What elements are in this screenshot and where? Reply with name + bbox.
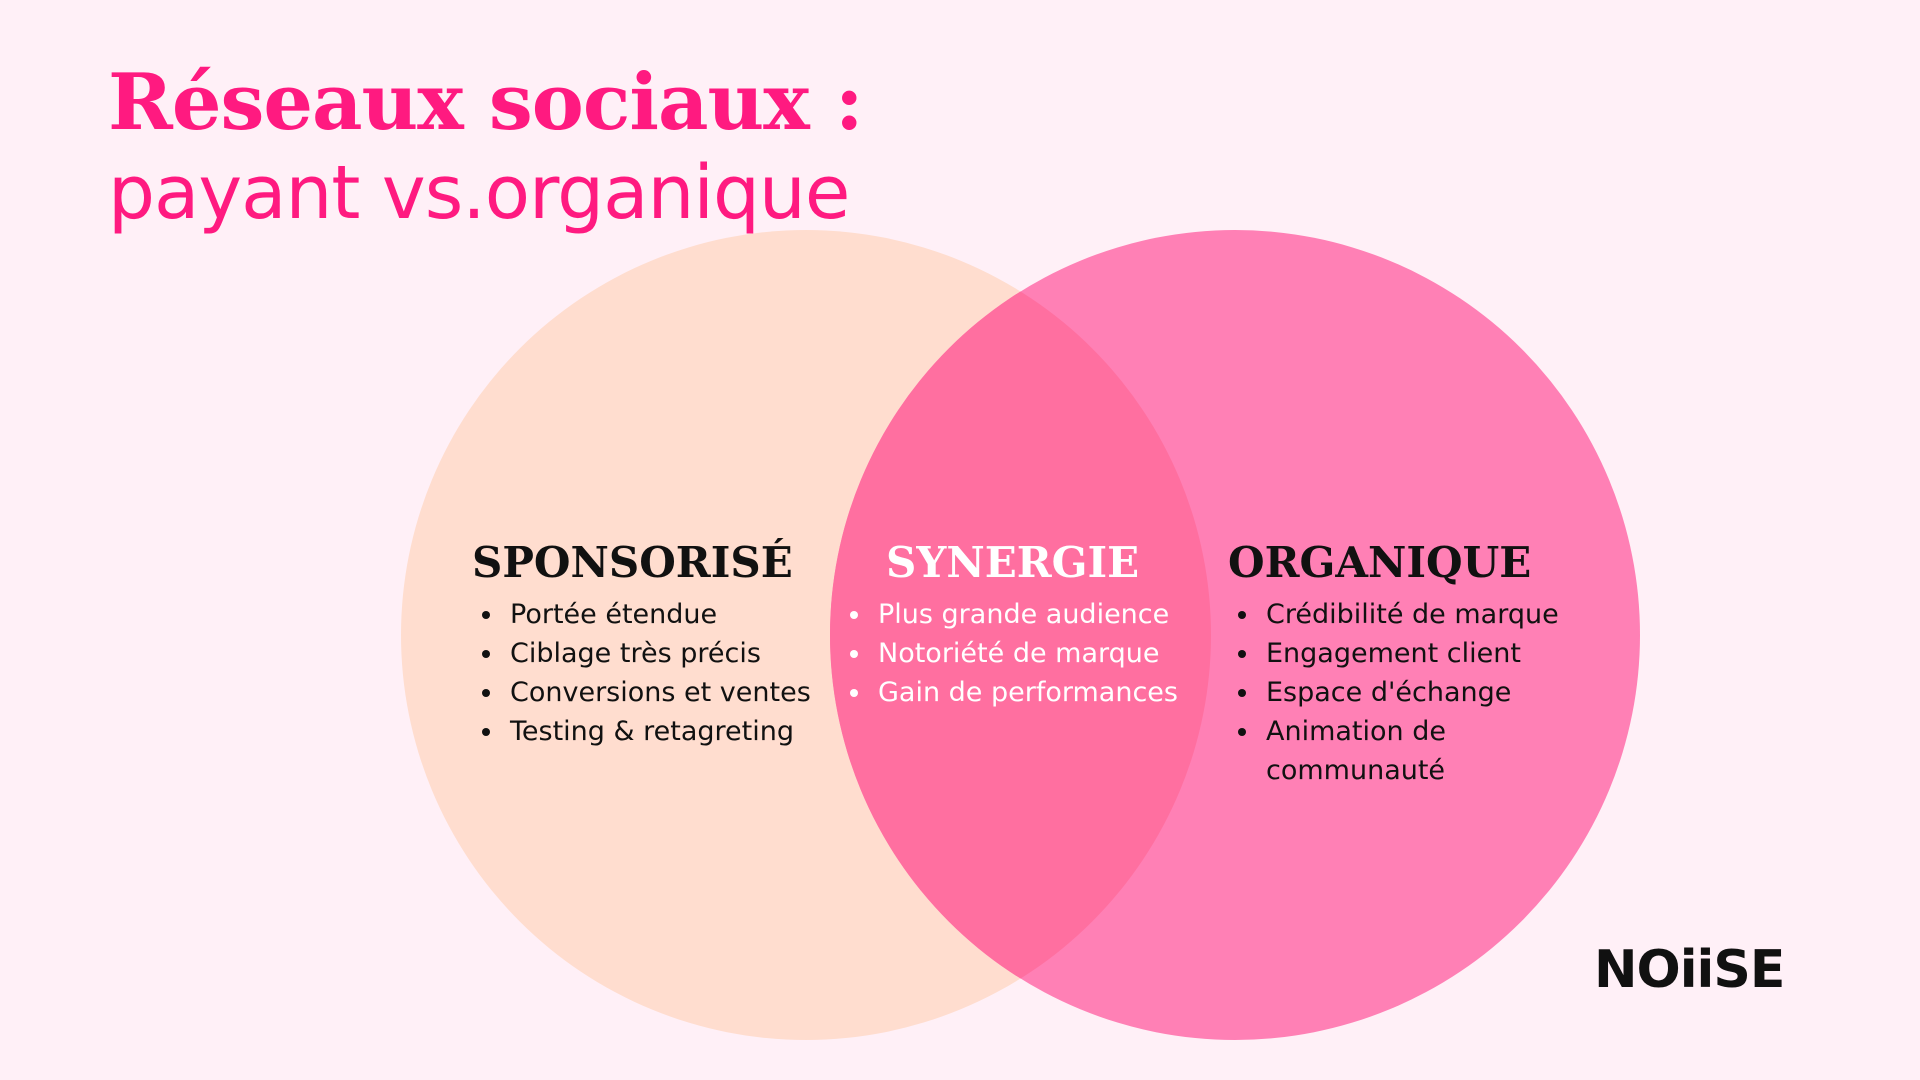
list-item: Engagement client: [1228, 634, 1559, 673]
noiise-logo: NOiiSE: [1594, 940, 1785, 1000]
list-item: Animation de: [1228, 712, 1559, 751]
list-item: Conversions et ventes: [472, 673, 811, 712]
list-item: Plus grande audience: [840, 595, 1178, 634]
left-list: Portée étendue Ciblage très précis Conve…: [472, 595, 811, 751]
right-list: Crédibilité de marque Engagement client …: [1228, 595, 1559, 790]
center-section: SYNERGIE Plus grande audience Notoriété …: [840, 537, 1178, 712]
title-line-2: payant vs.organique: [108, 150, 850, 236]
right-section: ORGANIQUE Crédibilité de marque Engageme…: [1228, 537, 1559, 790]
list-item: Gain de performances: [840, 673, 1178, 712]
list-item: Testing & retagreting: [472, 712, 811, 751]
overlap-region: [830, 230, 1211, 1040]
left-section: SPONSORISÉ Portée étendue Ciblage très p…: [472, 537, 811, 751]
right-heading: ORGANIQUE: [1228, 538, 1532, 587]
title: Réseaux sociaux : payant vs.organique: [108, 57, 864, 238]
list-item: Portée étendue: [472, 595, 811, 634]
list-item-continued: communauté: [1266, 755, 1446, 786]
list-item: Crédibilité de marque: [1228, 595, 1559, 634]
center-list: Plus grande audience Notoriété de marque…: [840, 595, 1178, 712]
center-heading: SYNERGIE: [886, 538, 1140, 587]
list-item: Notoriété de marque: [840, 634, 1178, 673]
list-item: Ciblage très précis: [472, 634, 811, 673]
left-heading: SPONSORISÉ: [472, 538, 793, 587]
list-item: Espace d'échange: [1228, 673, 1559, 712]
title-line-1: Réseaux sociaux :: [108, 57, 864, 148]
